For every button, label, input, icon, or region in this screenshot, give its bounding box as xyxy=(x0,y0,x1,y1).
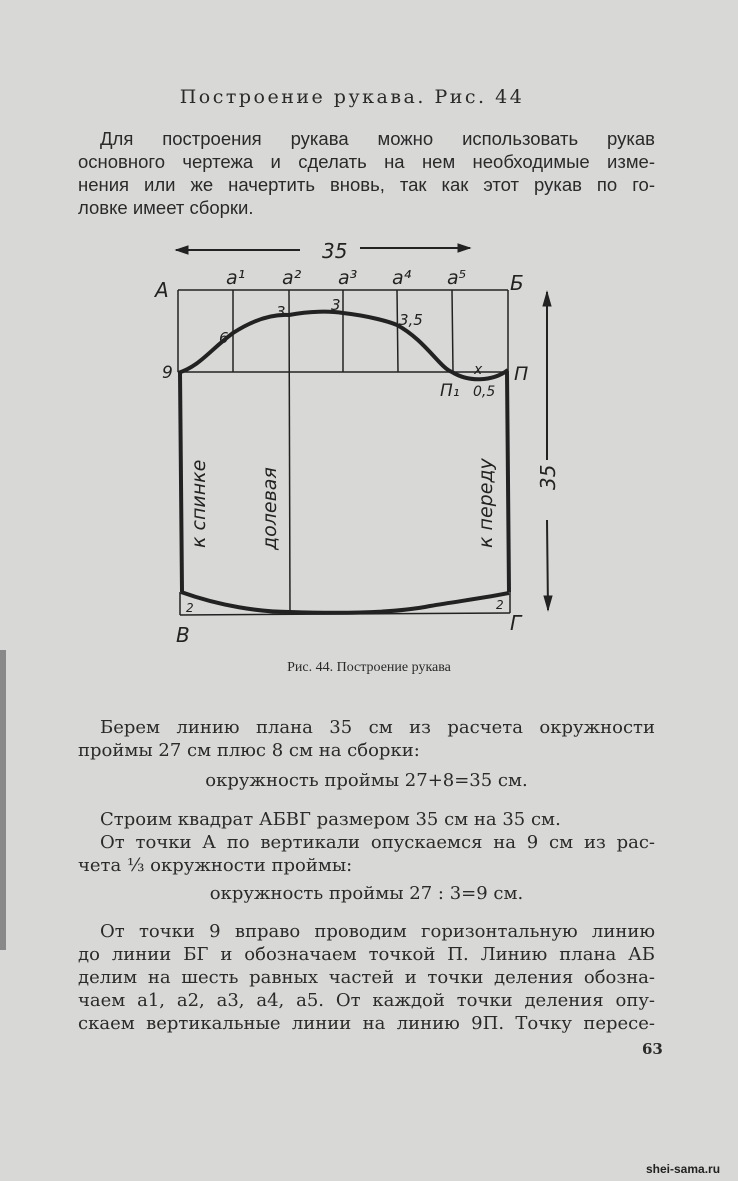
formula: окружность проймы 27+8=35 см. xyxy=(205,770,528,791)
body-line: скаем вертикальные линии на линию 9П. То… xyxy=(78,1013,655,1034)
intro-line: нения или же начертить вновь, так как эт… xyxy=(78,174,655,195)
diagram-line xyxy=(546,519,549,611)
arrowhead-icon xyxy=(543,595,553,612)
body-line: Берем линию плана 35 см из расчета окруж… xyxy=(100,717,655,738)
division-label: a⁵ xyxy=(447,267,466,289)
page-number: 63 xyxy=(642,1040,663,1058)
sleeve-diagram: 35 35 А Б В Г 9 П П₁ 0,5 x a¹ a² a³ a⁴ a… xyxy=(153,239,560,647)
body-line: От точки А по вертикали опускаемся на 9 … xyxy=(100,832,655,853)
corner-mark: 2 xyxy=(496,598,504,612)
point-P1: П₁ xyxy=(440,381,460,401)
height-mark: 3,5 xyxy=(399,311,423,329)
point-P: П xyxy=(514,363,528,385)
diagram-line xyxy=(396,289,399,373)
width-label: 35 xyxy=(322,239,347,263)
height-mark: 3 xyxy=(331,296,341,314)
division-label: a⁴ xyxy=(392,267,412,289)
sleeve-cap-curve xyxy=(177,309,510,382)
point-9: 9 xyxy=(162,363,173,383)
body-line: Строим квадрат АБВГ размером 35 см на 35… xyxy=(100,809,561,830)
body-line: От точки 9 вправо проводим горизонтальну… xyxy=(100,921,655,942)
page-edge-shadow xyxy=(0,650,6,950)
height-label: 35 xyxy=(536,465,560,490)
division-label: a¹ xyxy=(226,267,245,289)
section-heading: Построение рукава. Рис. 44 xyxy=(179,86,525,108)
diagram-line xyxy=(174,243,553,616)
body-line: чаем a1, a2, a3, a4, a5. От каждой точки… xyxy=(78,990,655,1011)
corner-mark: 2 xyxy=(186,601,194,615)
body-line: проймы 27 см плюс 8 см на сборки: xyxy=(78,740,420,761)
body-line: до линии БГ и обозначаем точкой П. Линию… xyxy=(78,944,655,965)
body-line: чета ⅓ окружности проймы: xyxy=(78,855,353,876)
intro-line: ловке имеет сборки. xyxy=(78,197,254,218)
front-side-line xyxy=(505,371,511,593)
formula: окружность проймы 27 : 3=9 см. xyxy=(209,883,524,904)
label-front: к переду xyxy=(475,457,497,548)
arrowhead-icon xyxy=(457,243,472,253)
back-side-line xyxy=(178,371,184,593)
point-A: А xyxy=(153,278,169,302)
point-V: В xyxy=(176,623,190,647)
point-G: Г xyxy=(510,611,523,635)
label-back: к спинке xyxy=(188,460,210,548)
division-label: a³ xyxy=(338,267,357,289)
grain-line xyxy=(288,289,291,613)
arrowhead-icon xyxy=(174,245,189,255)
watermark: shei-sama.ru xyxy=(646,1162,721,1176)
figure-caption: Рис. 44. Построение рукава xyxy=(287,660,451,675)
intro-line: Для построения рукава можно использовать… xyxy=(100,128,655,149)
cross-mark: x xyxy=(473,362,483,378)
division-label: a² xyxy=(282,267,302,289)
height-mark: 3 xyxy=(276,303,286,321)
diagram-line xyxy=(451,289,454,373)
point-B: Б xyxy=(510,271,524,295)
body-line: делим на шесть равных частей и точки дел… xyxy=(78,967,655,988)
arrowhead-icon xyxy=(542,290,552,307)
height-mark: 6 xyxy=(219,329,229,347)
dip-label: 0,5 xyxy=(473,384,495,400)
label-grain: долевая xyxy=(259,467,281,551)
intro-line: основного чертежа и сделать на нем необх… xyxy=(78,151,655,172)
sleeve-hem-curve xyxy=(180,590,510,615)
